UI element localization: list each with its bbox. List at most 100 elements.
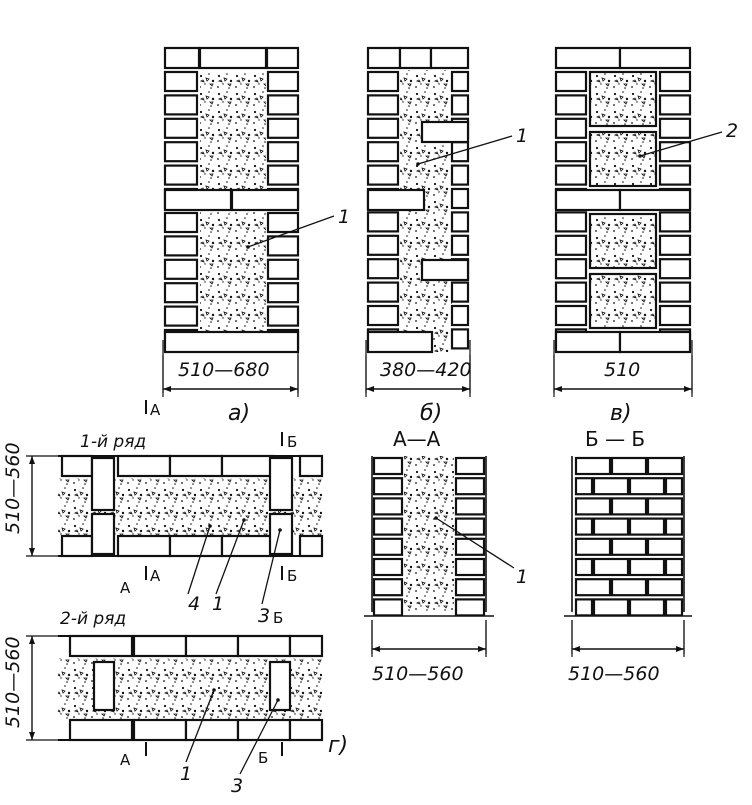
brick xyxy=(372,598,404,617)
brick xyxy=(618,46,692,70)
leader-line xyxy=(247,215,335,248)
dimension-arrow xyxy=(676,646,684,652)
brick xyxy=(658,164,692,186)
brick xyxy=(646,497,684,516)
figure-a xyxy=(162,46,335,397)
brick xyxy=(163,94,199,116)
brick xyxy=(288,634,324,658)
brick xyxy=(268,512,294,556)
brick xyxy=(398,46,433,70)
figure-v-caption: в) xyxy=(610,401,632,426)
brick xyxy=(366,234,400,256)
brick xyxy=(658,234,692,256)
brick xyxy=(574,557,594,577)
brick xyxy=(220,454,276,478)
brick xyxy=(628,517,666,536)
brick xyxy=(450,281,470,303)
leader-line xyxy=(215,519,245,595)
side-dimension-row2: 510—560 xyxy=(2,636,24,728)
figure-a-dimension: 510—680 xyxy=(178,359,270,381)
dimension-arrow xyxy=(478,646,486,652)
leader-line xyxy=(261,529,281,605)
leader-dot xyxy=(276,698,280,702)
dimension-arrow xyxy=(290,386,298,392)
brick xyxy=(372,497,404,516)
figure-b-callout: 1 xyxy=(516,125,528,147)
brick xyxy=(454,557,486,577)
figure-v xyxy=(553,46,723,397)
section-mark-b-top: Б xyxy=(287,433,297,451)
brick xyxy=(450,304,470,327)
figure-g xyxy=(26,400,324,775)
brick xyxy=(266,211,300,234)
brick xyxy=(554,211,588,233)
leader-dot xyxy=(242,518,246,522)
figure-g-callout-3-bottom: 3 xyxy=(231,775,243,797)
brick xyxy=(168,534,224,558)
leader-dot xyxy=(638,154,642,158)
figure-v-callout: 2 xyxy=(726,120,738,142)
brick xyxy=(298,454,324,478)
section-aa-title: А—А xyxy=(393,427,441,451)
brick xyxy=(610,497,648,516)
brick xyxy=(664,477,684,496)
brick xyxy=(618,330,692,354)
brick xyxy=(366,117,400,139)
brick xyxy=(268,456,294,512)
infill-box xyxy=(588,70,658,128)
brick xyxy=(646,456,684,476)
concrete-infill xyxy=(590,274,656,328)
brick xyxy=(554,70,588,93)
brick xyxy=(450,70,470,93)
brick xyxy=(574,456,612,476)
brick xyxy=(554,330,622,354)
brick xyxy=(266,117,300,139)
leader-dot xyxy=(212,688,216,692)
brick xyxy=(658,304,692,327)
section-mark-a-bottom: А xyxy=(120,751,131,769)
dimension-arrow xyxy=(29,636,35,644)
brick xyxy=(658,70,692,93)
brick xyxy=(366,304,400,327)
brick xyxy=(658,94,692,116)
brick xyxy=(646,537,684,556)
brick xyxy=(646,578,684,597)
figure-b-dimension: 380—420 xyxy=(380,359,472,381)
brick xyxy=(574,497,612,516)
brick xyxy=(68,634,134,658)
brick xyxy=(610,456,648,476)
brick xyxy=(554,281,588,303)
brick xyxy=(366,70,400,93)
brick xyxy=(266,235,300,257)
brick xyxy=(372,517,404,536)
figure-g-callout-1-top: 1 xyxy=(212,593,224,615)
figure-g-caption: г) xyxy=(328,733,348,758)
dimension-arrow xyxy=(372,646,380,652)
brick xyxy=(198,46,268,70)
brick xyxy=(574,477,594,496)
brick xyxy=(372,477,404,496)
brick xyxy=(454,497,486,516)
brick xyxy=(454,477,486,496)
brick xyxy=(628,557,666,577)
dimension-arrow xyxy=(462,386,470,392)
brick xyxy=(60,454,94,478)
brick xyxy=(450,234,470,256)
brick xyxy=(554,258,588,280)
brick xyxy=(628,477,666,496)
leader-line xyxy=(417,135,513,165)
brick xyxy=(60,534,94,558)
section-mark-b-mid: Б xyxy=(287,567,297,585)
figure-a-caption: а) xyxy=(228,401,250,426)
section-bb-dimension: 510—560 xyxy=(568,663,660,685)
brick xyxy=(420,258,470,282)
leader-line xyxy=(435,517,515,569)
dimension-arrow xyxy=(684,386,692,392)
brick xyxy=(366,94,400,116)
brick xyxy=(454,456,486,476)
section-aa-dimension: 510—560 xyxy=(372,663,464,685)
brick xyxy=(90,456,116,512)
brick xyxy=(450,187,470,210)
leader-line xyxy=(185,689,215,763)
